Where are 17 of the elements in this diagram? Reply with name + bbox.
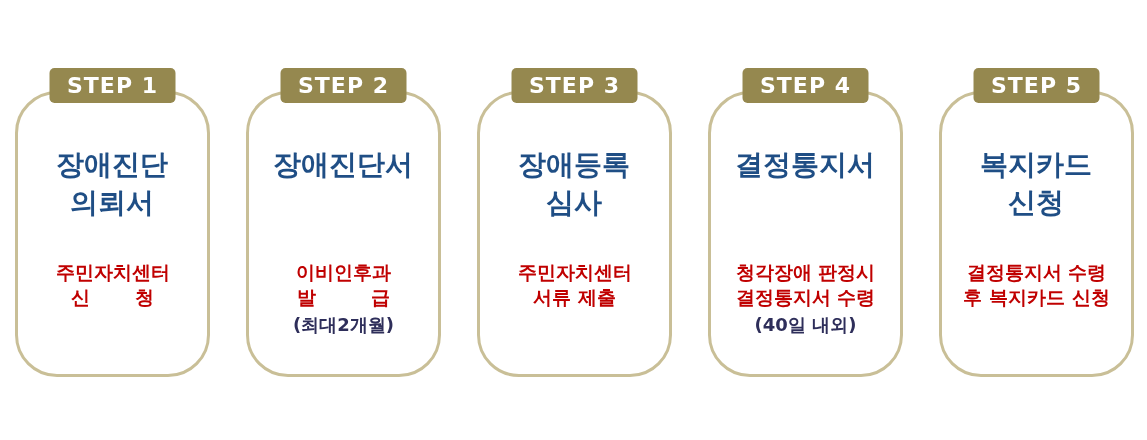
step-title: 결정통지서 [734, 147, 877, 183]
step-badge: STEP 5 [973, 68, 1100, 103]
step-title: 장애등록 심사 [517, 147, 632, 221]
step-description: 주민자치센터 서류 제출 [516, 260, 633, 310]
step-title: 장애진단서 [272, 147, 415, 183]
duration-note: (최대2개월) [293, 313, 394, 337]
step-badge: STEP 4 [742, 68, 869, 103]
step-description: 결정통지서 수령 후 복지카드 신청 [962, 260, 1111, 310]
step-title: 복지카드 신청 [979, 147, 1094, 221]
step-title: 장애진단 의뢰서 [55, 147, 170, 221]
step-badge: STEP 2 [280, 68, 407, 103]
step-description: 이비인후과 발 급 [295, 260, 392, 310]
step-badge: STEP 3 [511, 68, 638, 103]
duration-note: (40일 내외) [754, 313, 857, 337]
step-description: 청각장애 판정시 결정통지서 수령 [734, 260, 877, 310]
step-badge: STEP 1 [49, 68, 176, 103]
step-description: 주민자치센터 신 청 [54, 260, 171, 310]
